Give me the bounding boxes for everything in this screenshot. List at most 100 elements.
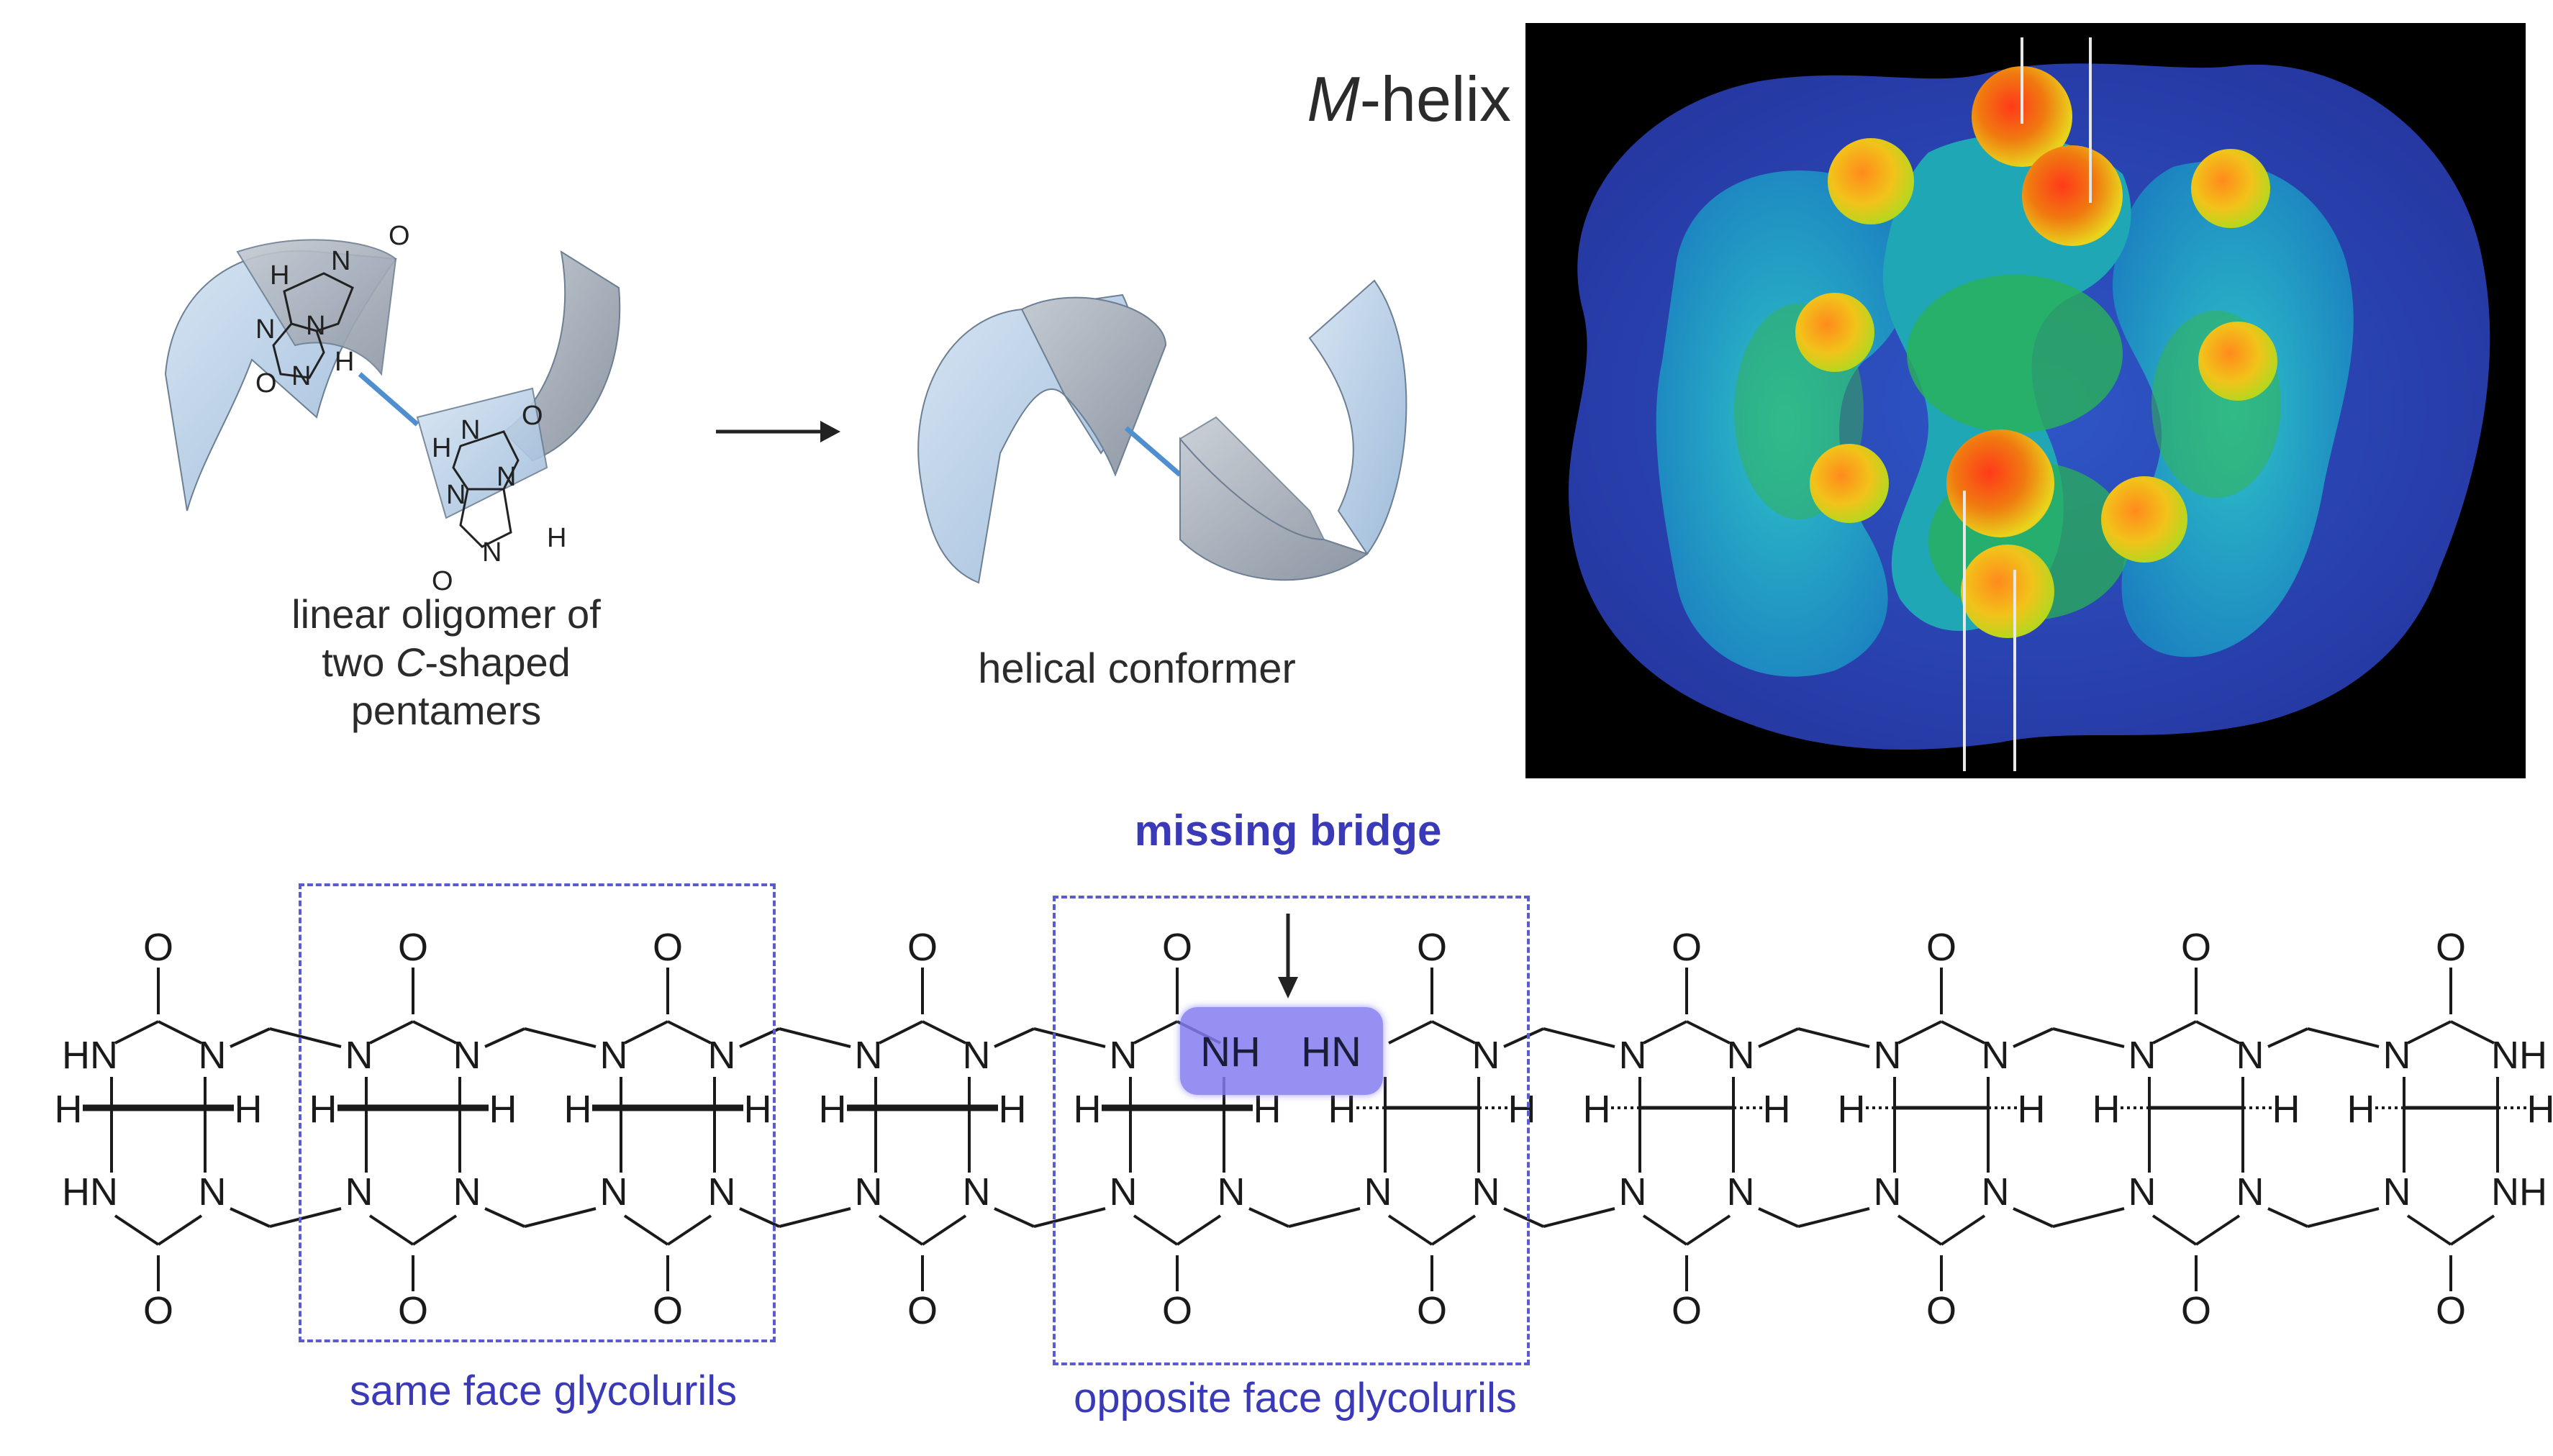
svg-text:O: O bbox=[389, 221, 410, 251]
svg-text:N: N bbox=[496, 462, 516, 492]
methylene-bridge bbox=[2013, 1207, 2054, 1228]
methylene-bridge bbox=[1543, 1027, 1615, 1048]
nitrogen-atom: N bbox=[1472, 1034, 1500, 1077]
amine-hn: HN bbox=[62, 1170, 118, 1214]
nitrogen-atom: N bbox=[453, 1034, 481, 1077]
reaction-arrow bbox=[716, 421, 840, 442]
ring-bond bbox=[2449, 1214, 2495, 1246]
ring-bond bbox=[1941, 1020, 1985, 1045]
methylene-bridge bbox=[484, 1207, 525, 1228]
svg-text:H: H bbox=[432, 433, 451, 463]
methylene-bridge bbox=[1503, 1027, 1544, 1048]
ring-bond bbox=[2450, 1020, 2495, 1045]
nh-left: NH bbox=[1200, 1029, 1261, 1075]
caption-oligomer: linear oligomer of two C-shaped pentamer… bbox=[291, 591, 601, 734]
nitrogen-atom: N bbox=[1727, 1170, 1755, 1214]
carbonyl-oxygen-bottom: O bbox=[1672, 1289, 1702, 1332]
helical-conformer-diagram bbox=[917, 279, 1407, 584]
methylene-bridge bbox=[269, 1027, 342, 1048]
ring-bond bbox=[1133, 1214, 1179, 1246]
bridgehead-hydrogen: H bbox=[2272, 1088, 2300, 1131]
svg-text:N: N bbox=[331, 246, 350, 276]
nitrogen-atom: N bbox=[199, 1034, 227, 1077]
ring-bond bbox=[1176, 1214, 1222, 1246]
missing-bridge-highlight bbox=[1180, 1007, 1383, 1095]
missing-bridge-arrow bbox=[1278, 914, 1298, 998]
svg-text:H: H bbox=[335, 347, 354, 377]
svg-text:H: H bbox=[270, 260, 289, 291]
svg-text:N: N bbox=[255, 314, 275, 345]
svg-text:O: O bbox=[432, 566, 453, 596]
nitrogen-atom: N bbox=[199, 1170, 227, 1214]
methylene-bridge bbox=[2052, 1207, 2125, 1228]
carbonyl-oxygen-top: O bbox=[653, 926, 683, 969]
bridgehead-hydrogen: H bbox=[235, 1088, 263, 1131]
nitrogen-atom: N bbox=[1472, 1170, 1500, 1214]
carbonyl-oxygen-bottom: O bbox=[2181, 1289, 2211, 1332]
ring-bond bbox=[2151, 1214, 2198, 1246]
ring-bond bbox=[666, 1214, 712, 1246]
methylene-bridge bbox=[779, 1207, 851, 1228]
methylene-bridge bbox=[1288, 1207, 1361, 1228]
ring-bond bbox=[878, 1214, 924, 1246]
hn-right: HN bbox=[1301, 1029, 1361, 1075]
methylene-bridge bbox=[1248, 1207, 1289, 1228]
methylene-bridge bbox=[2307, 1207, 2380, 1228]
ring-bond bbox=[921, 1214, 967, 1246]
svg-text:O: O bbox=[522, 401, 543, 431]
bridgehead-hydrogen: H bbox=[999, 1088, 1027, 1131]
ring-bond bbox=[1897, 1214, 1943, 1246]
carbonyl-oxygen-top: O bbox=[1162, 926, 1192, 969]
bridgehead-hydrogen: H bbox=[1328, 1088, 1356, 1131]
methylene-bridge bbox=[524, 1207, 597, 1228]
methylene-bridge bbox=[269, 1207, 342, 1228]
nitrogen-atom: N bbox=[1874, 1170, 1902, 1214]
label-opposite-face: opposite face glycolurils bbox=[1074, 1375, 1517, 1421]
ring-bond bbox=[157, 1214, 203, 1246]
ring-bond bbox=[1686, 1020, 1731, 1045]
svg-text:N: N bbox=[306, 311, 325, 341]
ring-bond bbox=[1643, 1020, 1687, 1045]
carbonyl-oxygen-bottom: O bbox=[1162, 1289, 1192, 1332]
bridgehead-hydrogen: H bbox=[2018, 1088, 2046, 1131]
ring-bond bbox=[879, 1020, 923, 1045]
nitrogen-atom: N bbox=[2383, 1034, 2411, 1077]
ring-bond bbox=[369, 1020, 414, 1045]
methylene-bridge bbox=[1503, 1207, 1544, 1228]
ring-bond bbox=[1897, 1020, 1942, 1045]
nitrogen-atom: N bbox=[1982, 1034, 2010, 1077]
nitrogen-atom: N bbox=[1874, 1034, 1902, 1077]
nitrogen-atom: N bbox=[708, 1034, 736, 1077]
ring-bond bbox=[1685, 1214, 1731, 1246]
ring-bond bbox=[2152, 1020, 2197, 1045]
methylene-bridge bbox=[994, 1207, 1035, 1228]
nitrogen-atom: N bbox=[1727, 1034, 1755, 1077]
carbonyl-oxygen-top: O bbox=[2436, 926, 2466, 969]
ring-bond bbox=[2195, 1214, 2241, 1246]
carbonyl-oxygen-top: O bbox=[907, 926, 938, 969]
carbonyl-oxygen-top: O bbox=[398, 926, 428, 969]
methylene-bridge bbox=[2267, 1207, 2308, 1228]
ring-bond bbox=[114, 1020, 159, 1045]
svg-text:N: N bbox=[446, 480, 466, 510]
amine-hn: HN bbox=[62, 1034, 118, 1077]
helix-title: M-helix bbox=[1307, 63, 1511, 135]
nitrogen-atom: N bbox=[2128, 1170, 2157, 1214]
methylene-bridge bbox=[2052, 1027, 2125, 1048]
label-same-face: same face glycolurils bbox=[349, 1368, 738, 1414]
carbonyl-oxygen-bottom: O bbox=[2436, 1289, 2466, 1332]
carbonyl-oxygen-top: O bbox=[1672, 926, 1702, 969]
carbonyl-oxygen-bottom: O bbox=[143, 1289, 173, 1332]
methylene-bridge bbox=[994, 1027, 1035, 1048]
electrostatic-surface bbox=[1525, 23, 2526, 778]
ring-bond bbox=[412, 1214, 458, 1246]
amine-nh: NH bbox=[2491, 1170, 2547, 1214]
methylene-bridge bbox=[739, 1027, 780, 1048]
same-face-box bbox=[299, 883, 776, 1342]
amine-nh: NH bbox=[2491, 1034, 2547, 1077]
bridgehead-hydrogen: H bbox=[1838, 1088, 1866, 1131]
nitrogen-atom: N bbox=[2128, 1034, 2157, 1077]
nitrogen-atom: N bbox=[1217, 1170, 1246, 1214]
ring-bond bbox=[1388, 1020, 1433, 1045]
nitrogen-atom: N bbox=[1619, 1034, 1647, 1077]
